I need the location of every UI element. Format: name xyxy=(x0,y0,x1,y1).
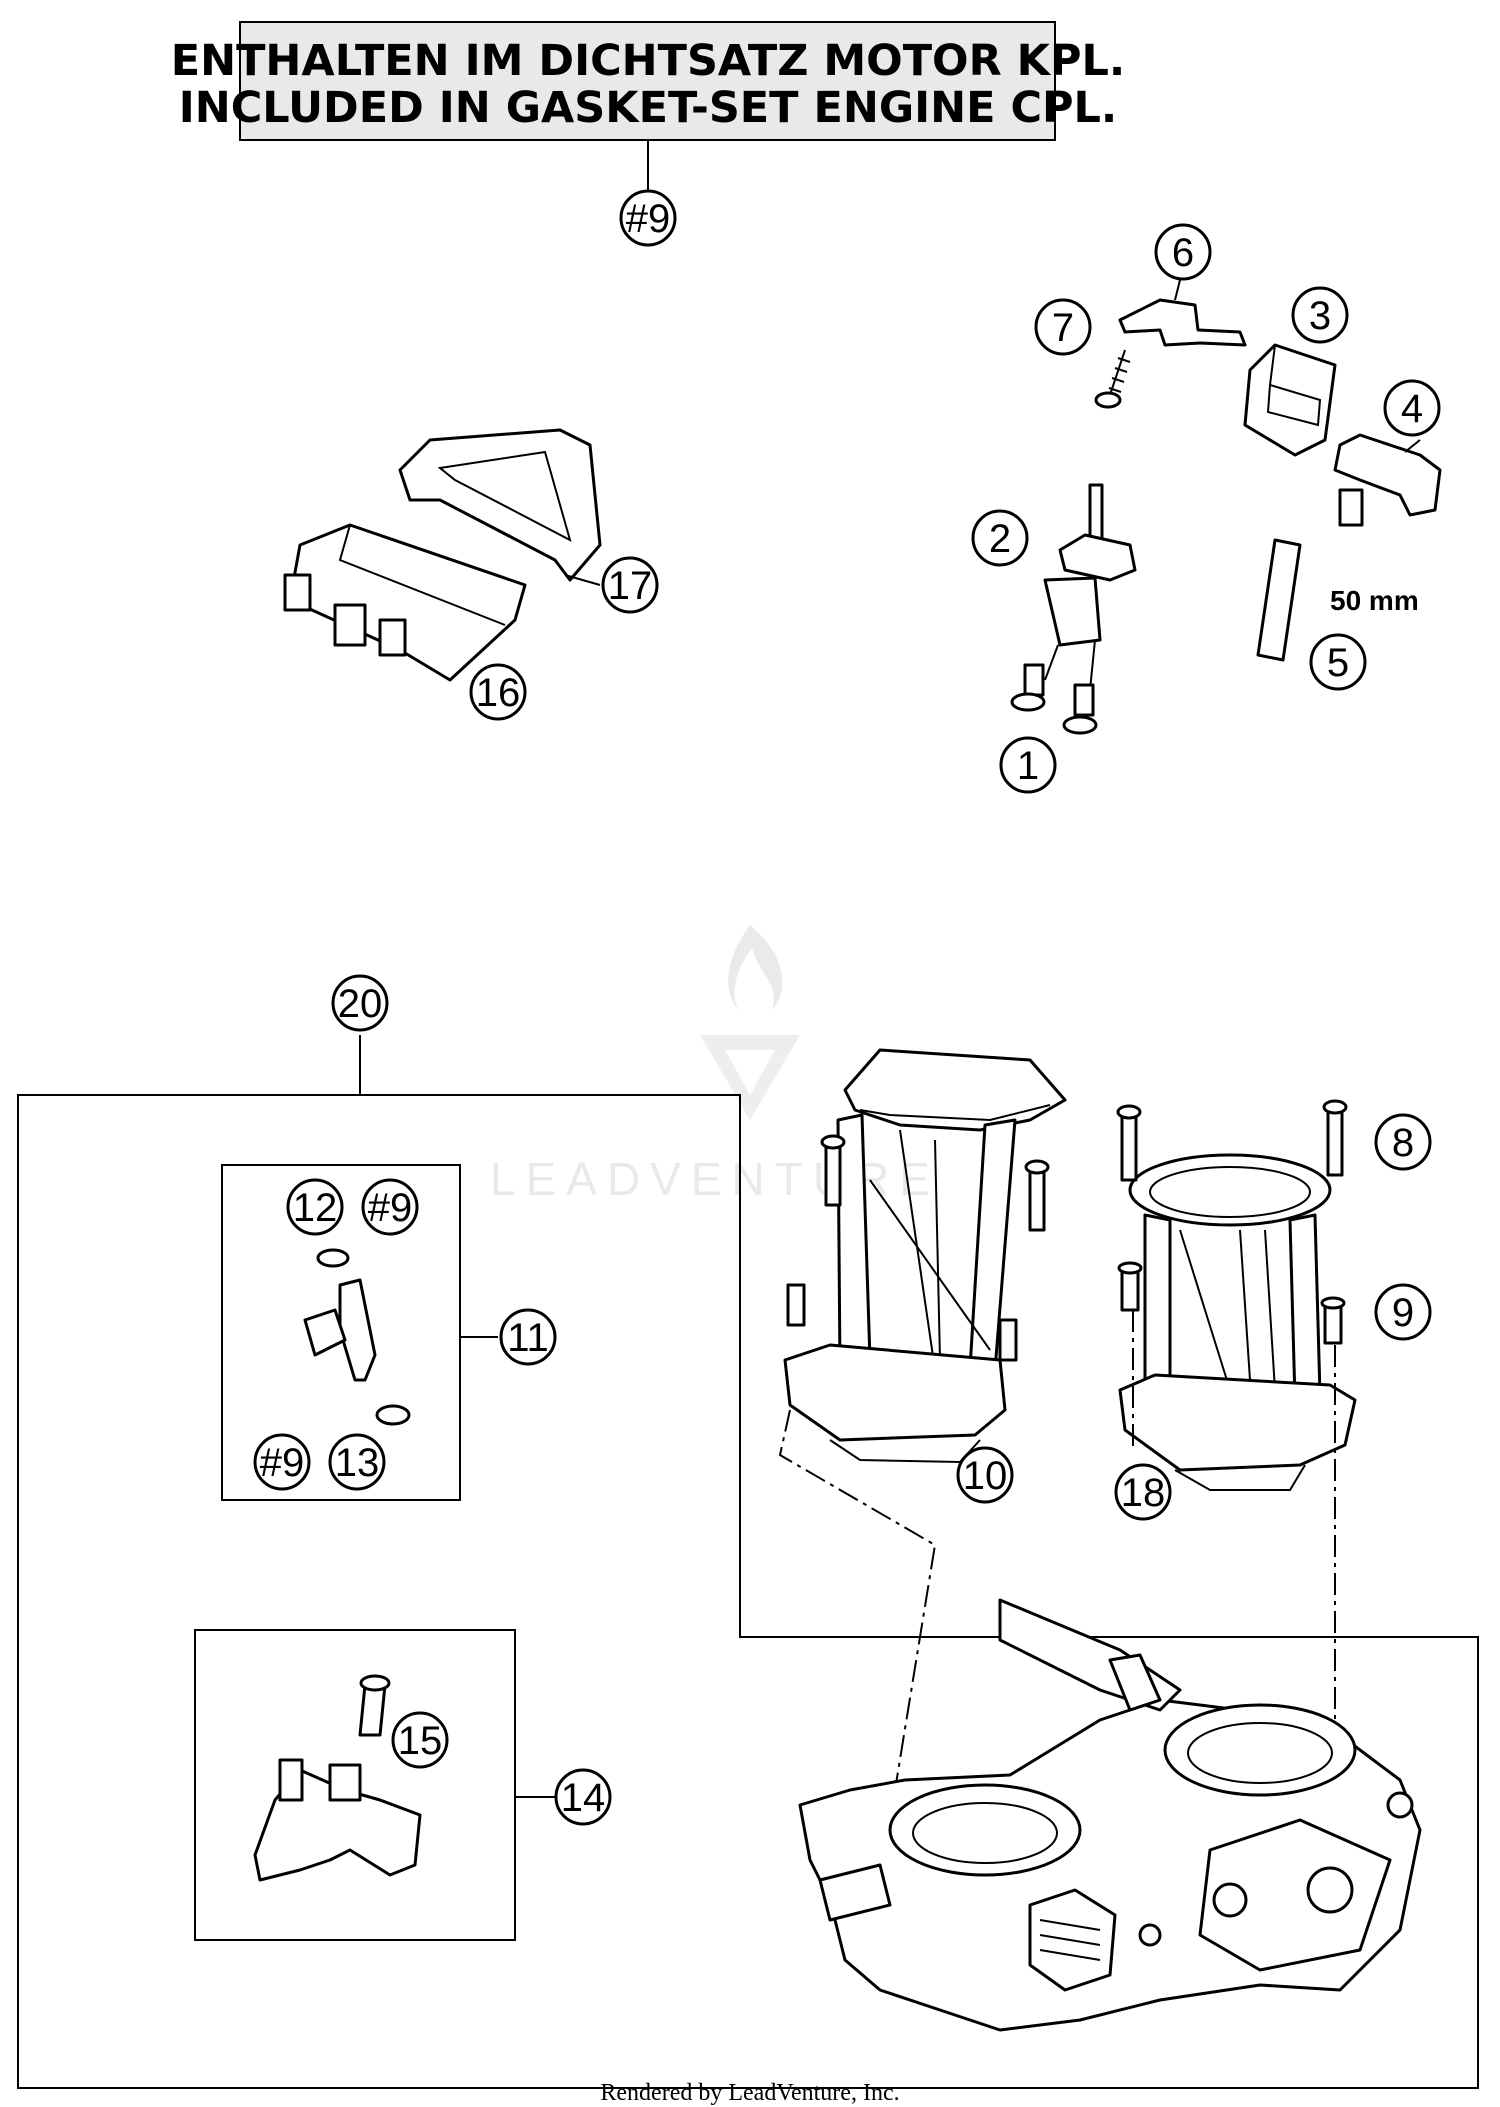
callout-10: 10 xyxy=(956,1446,1014,1504)
part-3-connector xyxy=(1243,343,1337,457)
callout-2: 2 xyxy=(971,509,1029,567)
callout-1: 1 xyxy=(999,736,1057,794)
part-1-screws xyxy=(1010,663,1098,735)
svg-text:3: 3 xyxy=(1309,294,1331,338)
svg-text:8: 8 xyxy=(1392,1121,1414,1165)
part-2-actuator xyxy=(1043,483,1137,691)
part-throttle-body xyxy=(798,1598,1422,2032)
svg-text:4: 4 xyxy=(1401,387,1423,431)
assembly-lines xyxy=(778,1310,1336,1795)
svg-text:17: 17 xyxy=(608,564,653,608)
callout-9: 9 xyxy=(1374,1283,1432,1341)
svg-text:2: 2 xyxy=(989,517,1011,561)
svg-text:1: 1 xyxy=(1017,744,1039,788)
callout-8: 8 xyxy=(1374,1113,1432,1171)
part-11-injector xyxy=(303,1248,411,1426)
watermark-text: LEADVENTURE xyxy=(490,1153,940,1205)
svg-text:11: 11 xyxy=(507,1316,549,1360)
svg-text:13: 13 xyxy=(335,1441,380,1485)
svg-text:9: 9 xyxy=(1392,1291,1414,1335)
footer-credit: Rendered by LeadVenture, Inc. xyxy=(600,2080,899,2106)
svg-text:16: 16 xyxy=(476,671,521,715)
hose-length-label: 50 mm xyxy=(1330,585,1419,616)
callout-13: 13 xyxy=(328,1433,386,1491)
callout-11: 11 xyxy=(460,1308,557,1366)
svg-text:#9: #9 xyxy=(368,1186,413,1230)
callout-header-9: #9 xyxy=(619,189,677,247)
svg-text:6: 6 xyxy=(1172,231,1194,275)
part-5-hose xyxy=(1256,538,1302,662)
svg-text:14: 14 xyxy=(561,1776,606,1820)
svg-text:5: 5 xyxy=(1327,641,1349,685)
part-14-sensor xyxy=(253,1674,422,1882)
svg-text:20: 20 xyxy=(338,982,383,1026)
part-8-9-bolts-right xyxy=(1116,1099,1348,1345)
svg-text:#9: #9 xyxy=(626,197,671,241)
callout-3: 3 xyxy=(1291,286,1349,344)
callout-13-gasket-9: #9 xyxy=(253,1433,311,1491)
part-18-intake-trumpet xyxy=(1118,1153,1357,1491)
callout-14: 14 xyxy=(515,1768,612,1826)
header-line-2: INCLUDED IN GASKET-SET ENGINE CPL. xyxy=(179,83,1118,133)
svg-text:#9: #9 xyxy=(260,1441,305,1485)
header-box xyxy=(239,21,1056,141)
part-17-ecu-bracket xyxy=(398,428,602,582)
callout-12: 12 xyxy=(286,1178,344,1236)
callout-6: 6 xyxy=(1154,223,1212,301)
callout-17: 17 xyxy=(564,556,659,614)
part-7-screw xyxy=(1094,349,1131,409)
callout-7: 7 xyxy=(1034,298,1092,356)
svg-text:15: 15 xyxy=(398,1719,443,1763)
group-20-frame xyxy=(17,1035,1479,2089)
part-10-intake-trumpet xyxy=(783,1048,1067,1464)
callout-4: 4 xyxy=(1383,379,1441,453)
callout-12-gasket-9: #9 xyxy=(361,1178,419,1236)
part-6-clip xyxy=(1118,298,1247,347)
callout-16: 16 xyxy=(469,663,527,721)
callout-5: 5 xyxy=(1309,633,1367,691)
svg-text:18: 18 xyxy=(1121,1471,1166,1515)
svg-text:12: 12 xyxy=(293,1186,338,1230)
callout-15: 15 xyxy=(391,1711,449,1769)
part-4-sensor xyxy=(1333,433,1442,527)
part-16-ecu xyxy=(283,523,527,682)
header-line-1: ENTHALTEN IM DICHTSATZ MOTOR KPL. xyxy=(171,36,1126,86)
box-14-sensor-assembly xyxy=(194,1629,516,1941)
box-11-injector-set xyxy=(221,1164,461,1501)
svg-text:7: 7 xyxy=(1052,306,1074,350)
svg-text:10: 10 xyxy=(963,1454,1008,1498)
callout-20: 20 xyxy=(331,974,389,1032)
part-8-9-bolts-left xyxy=(786,1134,1050,1362)
callout-18: 18 xyxy=(1114,1463,1172,1521)
